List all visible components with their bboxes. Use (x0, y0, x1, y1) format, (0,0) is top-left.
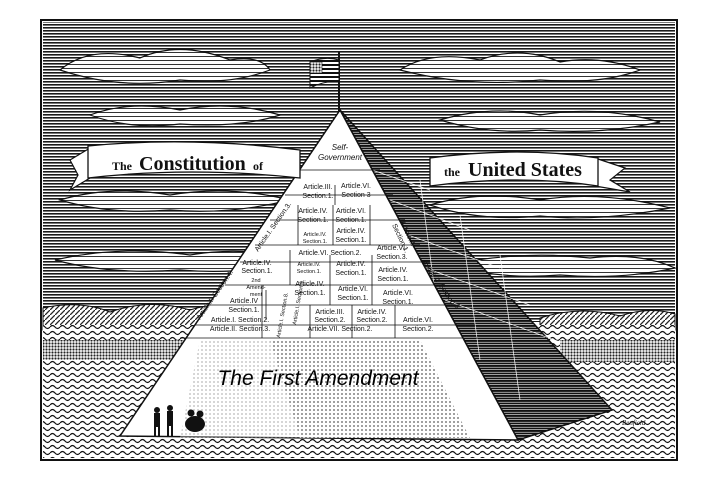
banner-left-big: Constitution (139, 153, 246, 175)
block-a4s1e-l2: Section.1. (297, 269, 322, 275)
artist-signature: Benfield (622, 419, 646, 427)
apex-line-1: Self- (332, 143, 349, 152)
block-a6s1c-l2: Section.1. (382, 299, 413, 306)
block-amend-l3: ment (250, 292, 263, 298)
block-a6s3b-l1: Article.VI. (377, 245, 407, 252)
block-a4s2-l2: Section.2. (356, 317, 387, 324)
block-a4s1c-l2: Section.1. (335, 237, 366, 244)
block-a7s2: Article.VII. Section.2. (308, 326, 373, 333)
block-a3s2-l1: Article.III. (315, 309, 344, 316)
block-a6s1c-l1: Article.VI. (383, 290, 413, 297)
block-a6s1b-l1: Article.VI. (338, 286, 368, 293)
block-a6s2b-l2: Section.2. (402, 326, 433, 333)
banner-left-tail: of (253, 159, 264, 173)
banner-right (429, 151, 631, 193)
banner-right-small: the (444, 165, 461, 179)
base-stipple (270, 340, 470, 438)
block-a4s1a-l2: Section.1. (297, 217, 328, 224)
banner-left (68, 141, 301, 192)
trees-right (560, 340, 675, 362)
block-a6s1b-l2: Section.1. (337, 295, 368, 302)
block-amend-l2: Amend- (246, 285, 265, 291)
trees-left (43, 340, 200, 360)
block-article-6-section-3-l1: Article.VI. (341, 183, 371, 190)
block-a4s1c-l1: Article.IV. (336, 228, 365, 235)
banner-left-small: The (112, 159, 133, 173)
block-a4s2-l1: Article.IV. (357, 309, 386, 316)
pyramid-block-grid (180, 169, 548, 339)
block-amend-l1: 2nd (251, 278, 260, 284)
block-a4s1e-l1: Article.IV. (297, 262, 321, 268)
block-a6s3b-l2: Section.3. (376, 254, 407, 261)
apex-line-2: Government (318, 153, 363, 162)
block-a1s2: Article.I. Section.2. (211, 317, 269, 324)
visitors (154, 405, 205, 437)
block-a4s1k-l2: Section.1. (228, 307, 259, 314)
clouds (54, 48, 677, 278)
block-a4s1f-l2: Section.1. (335, 270, 366, 277)
block-a4s1h-l2: Section.1. (294, 290, 325, 297)
block-a6s2: Article.VI. Section.2. (298, 250, 361, 257)
block-a4s1h-l1: Article.IV. (295, 281, 324, 288)
block-a3s2-l2: Section.2. (314, 317, 345, 324)
block-article-3-section-1-l2: Section.1. (302, 193, 333, 200)
block-article-6-section-3-l2: Section 3 (341, 192, 370, 199)
block-article-3-section-1-l1: Article.III. (303, 184, 332, 191)
block-a4s1f-l1: Article.IV. (336, 261, 365, 268)
base-stipple-left (180, 340, 300, 438)
block-a4s1b-l1: Article.IV. (303, 232, 327, 238)
block-a4s1d-l2: Section.1. (241, 268, 272, 275)
block-a4s1d-l1: Article.IV. (242, 260, 271, 267)
base-title: The First Amendment (217, 367, 419, 390)
block-a4s1a-l1: Article.IV. (298, 208, 327, 215)
banner-right-big: United States (468, 159, 582, 181)
block-a4s1k-l1: Article.IV (230, 298, 258, 305)
block-a2s3: Article.II. Section.3. (210, 326, 270, 333)
flag-stars-icon (309, 61, 323, 74)
block-a6s2b-l1: Article.VI. (403, 317, 433, 324)
block-a4s1b-l2: Section.1. (303, 239, 328, 245)
block-a6s1a-l1: Article.VI. (336, 208, 366, 215)
block-a4s1g-l1: Article.IV. (378, 267, 407, 274)
block-a6s1a-l2: Section.1. (335, 217, 366, 224)
block-a4s1g-l2: Section.1. (377, 276, 408, 283)
